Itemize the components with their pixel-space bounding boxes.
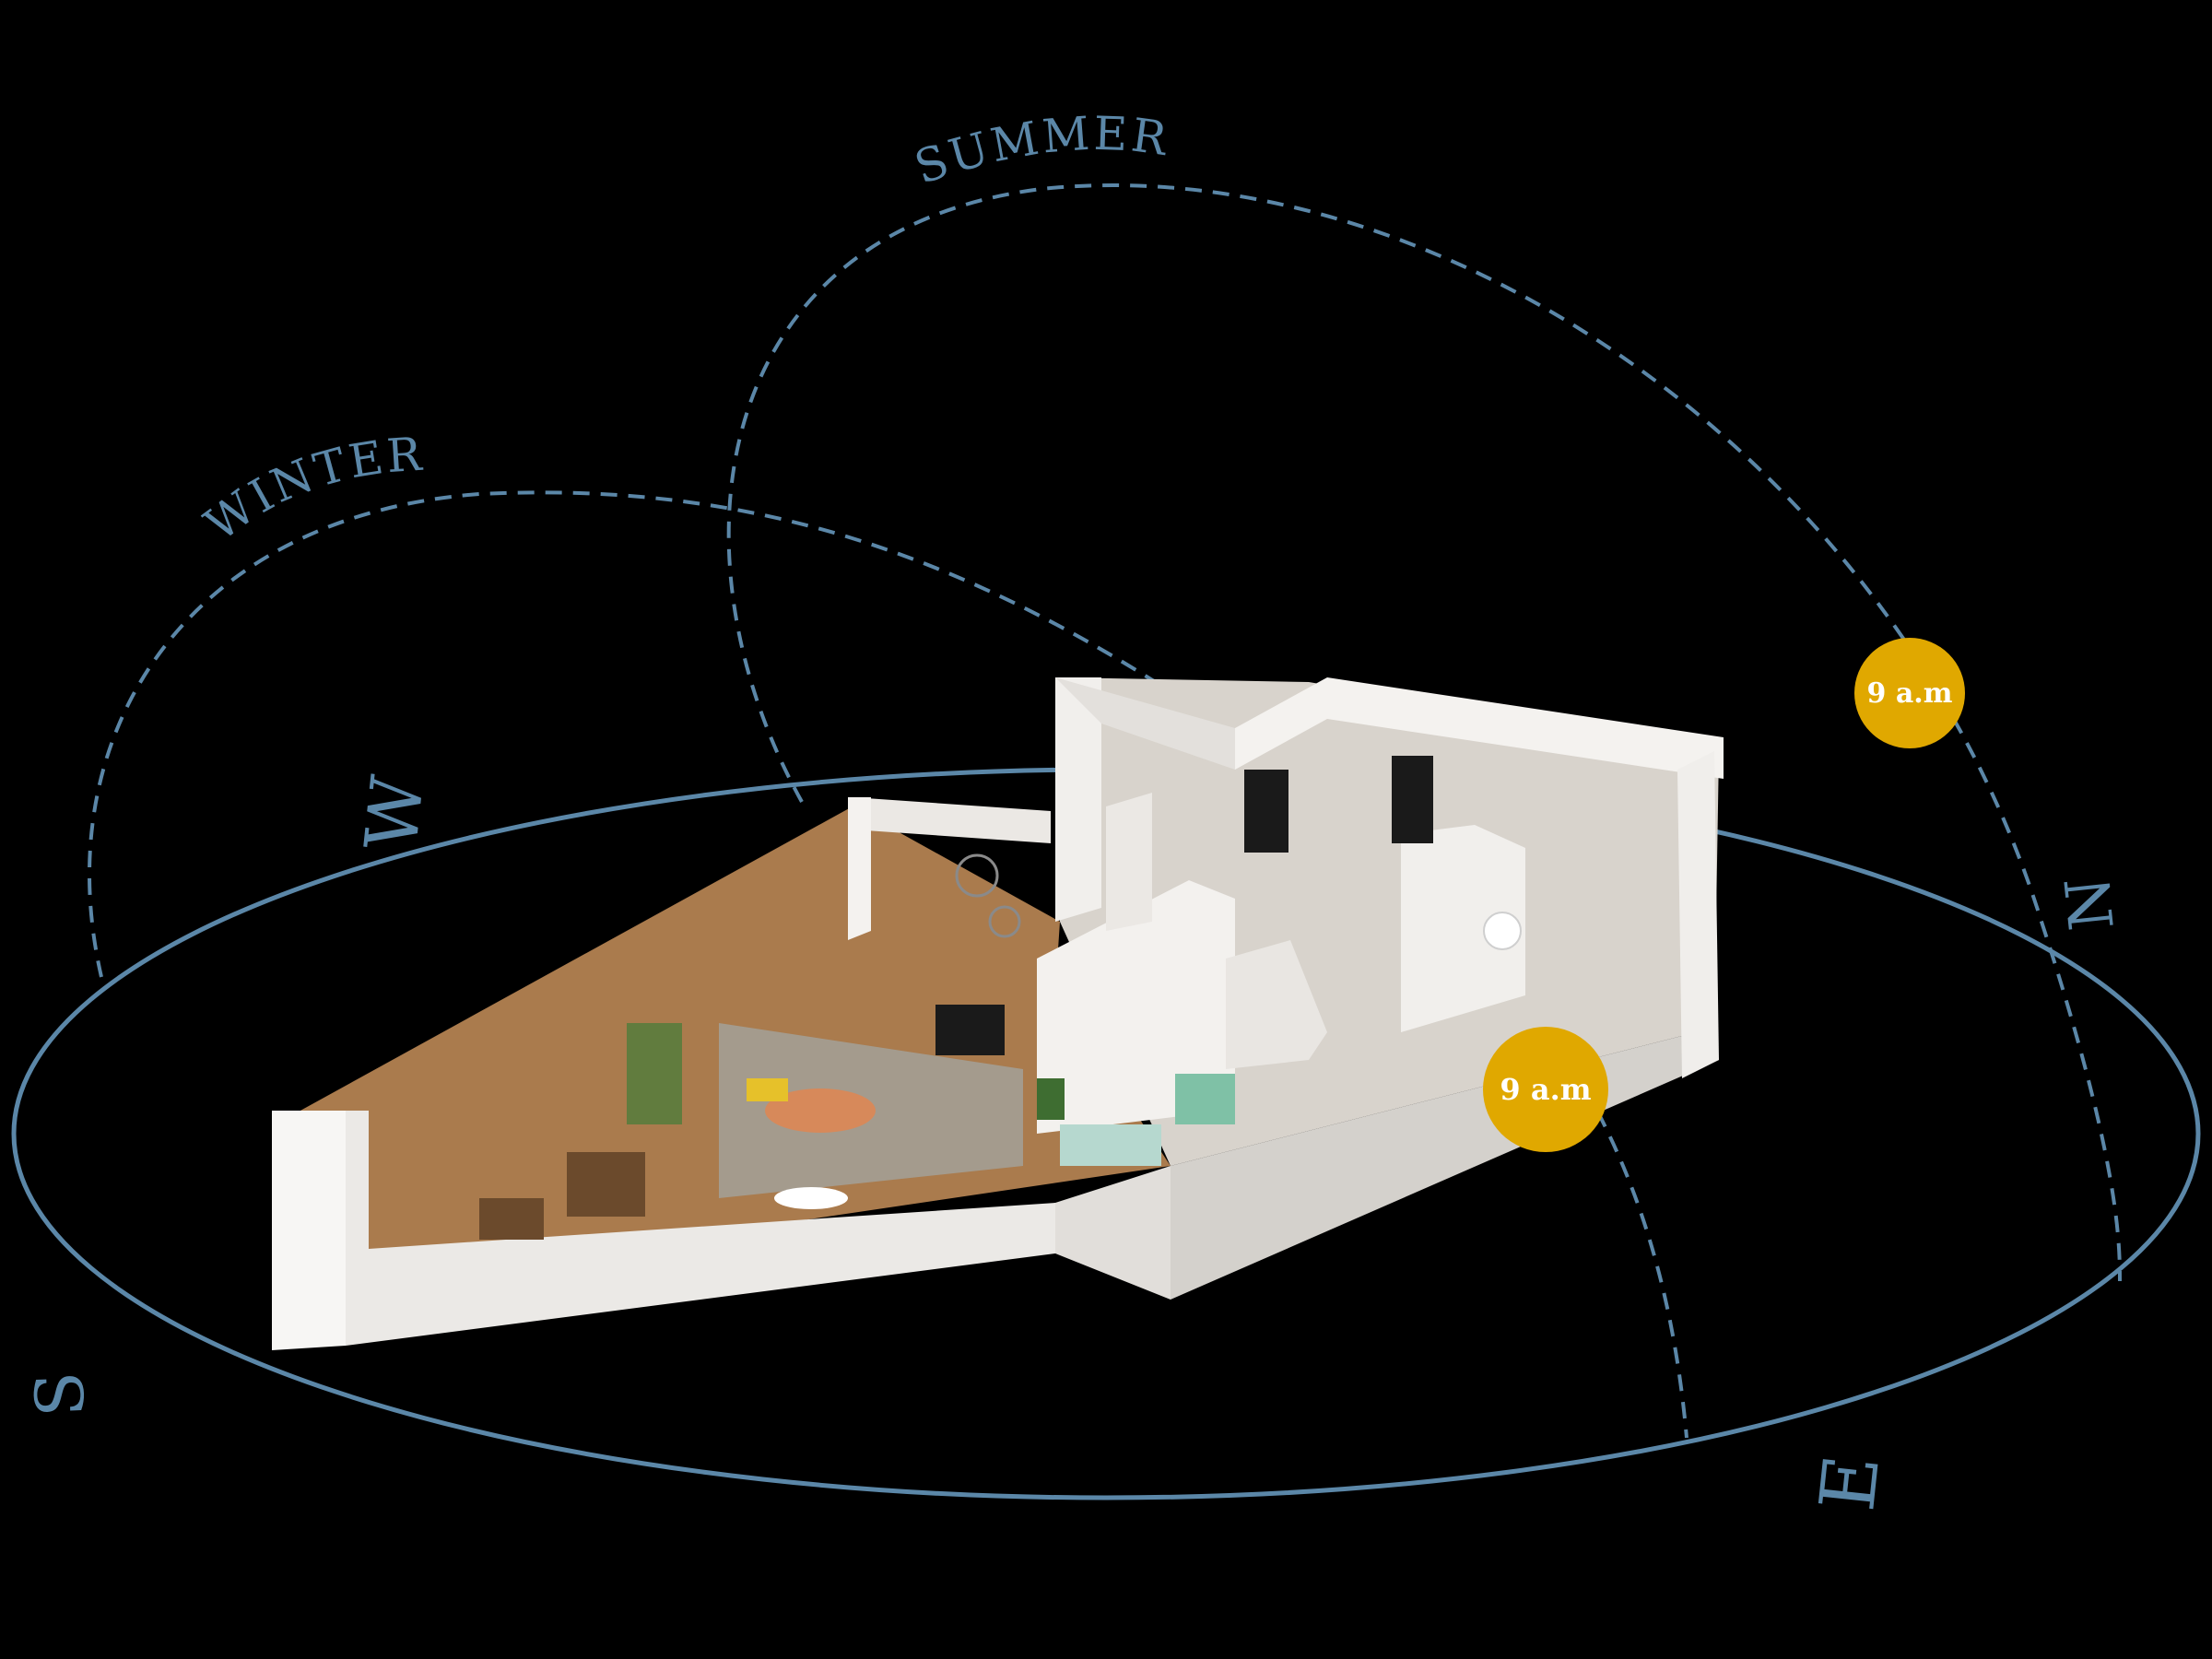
sun-marker-winter: 9 a.m xyxy=(1483,1027,1608,1152)
compass-south: S xyxy=(20,1371,100,1418)
compass-west: W xyxy=(350,772,441,854)
summer-label: SUMMER xyxy=(908,107,1172,195)
sun-marker-summer-label: 9 a.m xyxy=(1867,677,1953,710)
sun-marker-summer: 9 a.m xyxy=(1854,638,1965,748)
apartment-model xyxy=(272,677,1724,1350)
compass-north: N xyxy=(2052,874,2128,934)
compass-east: E xyxy=(1804,1451,1897,1514)
sun-marker-winter-label: 9 a.m xyxy=(1500,1072,1591,1107)
summer-path-arc xyxy=(726,183,2122,1282)
